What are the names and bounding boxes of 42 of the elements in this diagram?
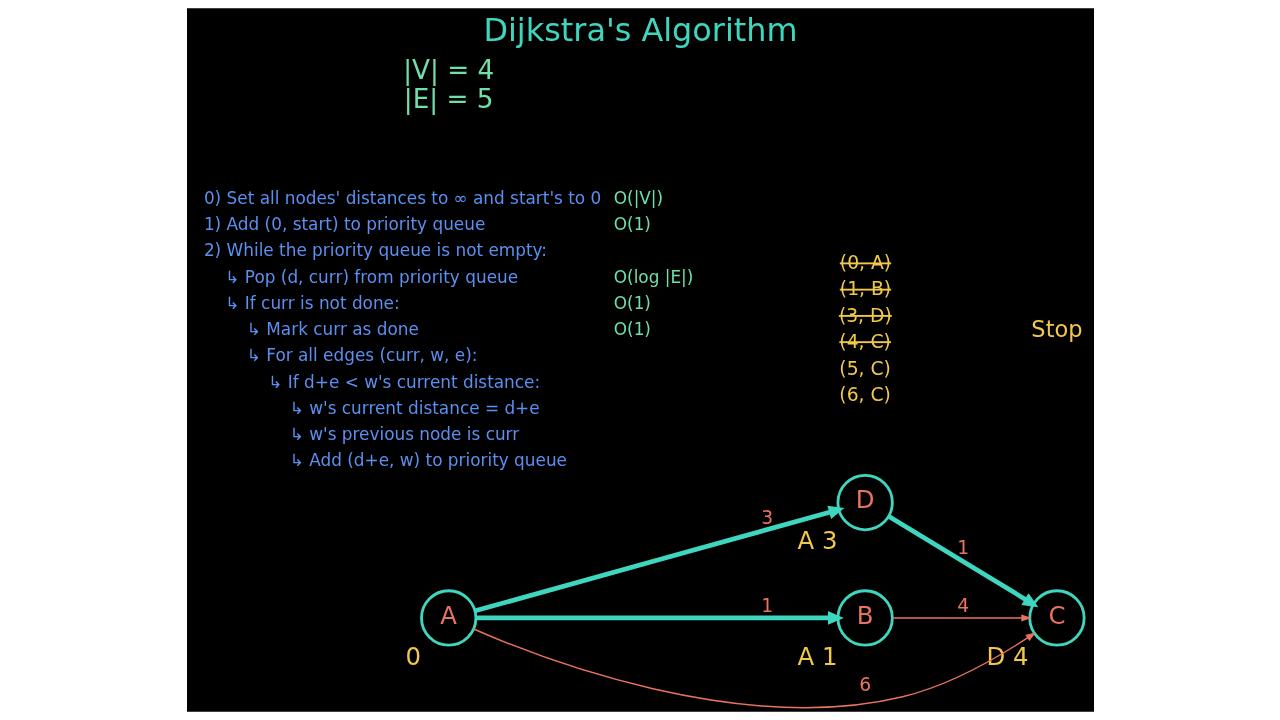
label: ↳ Mark curr as done xyxy=(246,319,419,340)
edge-label: 6 xyxy=(858,674,871,696)
label: 0) Set all nodes' distances to ∞ and start's to 0 xyxy=(203,187,601,208)
label: (5, C) xyxy=(838,358,891,380)
label: ↳ For all edges (curr, w, e): xyxy=(246,345,478,366)
label: (1, B) xyxy=(839,278,891,300)
label: ↳ w's previous node is curr xyxy=(289,424,519,445)
arrow xyxy=(474,505,844,614)
label: ↳ If d+e < w's current distance: xyxy=(267,371,540,392)
label: (3, D) xyxy=(838,304,892,326)
label: |V| = 4 xyxy=(402,55,494,85)
label: ↳ If curr is not done: xyxy=(224,292,400,313)
label: (6, C) xyxy=(838,384,891,406)
label: O(1) xyxy=(613,319,651,340)
label: (0, A) xyxy=(839,252,891,274)
node-label: 0 xyxy=(405,641,421,671)
edge-label: 1 xyxy=(760,595,773,617)
label: 1) Add (0, start) to priority queue xyxy=(203,214,485,235)
node-circle: D xyxy=(836,473,894,532)
edge-label: 3 xyxy=(760,507,773,529)
label: O(log |E|) xyxy=(613,266,693,287)
node-label: A 1 xyxy=(797,641,838,671)
edge-label: 4 xyxy=(956,595,969,617)
label: O(1) xyxy=(613,292,651,313)
edge-label: 1 xyxy=(956,537,969,559)
label: O(1) xyxy=(613,214,651,235)
label: Stop xyxy=(1030,315,1083,342)
label: O(|V|) xyxy=(613,187,663,208)
arrow xyxy=(475,611,844,625)
arrow xyxy=(891,614,1032,622)
arrow xyxy=(887,514,1038,608)
node-circle: C xyxy=(1027,589,1086,647)
diagram-title: Dijkstra's Algorithm xyxy=(482,11,798,50)
label: (4, C) xyxy=(838,330,891,352)
label: ↳ Add (d+e, w) to priority queue xyxy=(289,450,567,471)
label: ↳ w's current distance = d+e xyxy=(289,397,540,418)
node-circle: B xyxy=(836,589,894,647)
arrow xyxy=(472,628,1036,709)
node-circle: A xyxy=(419,589,477,647)
label: 2) While the priority queue is not empty: xyxy=(203,240,547,261)
label: ↳ Pop (d, curr) from priority queue xyxy=(224,266,518,287)
node-label: A 3 xyxy=(797,526,838,556)
